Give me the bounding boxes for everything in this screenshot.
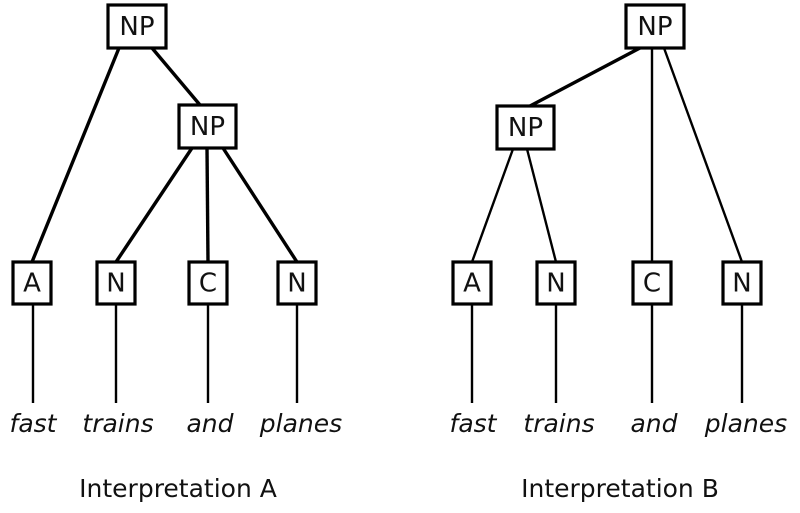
node-label-n-planes: N — [732, 269, 751, 299]
node-box-np-inner[interactable] — [495, 104, 556, 151]
tree-edge-np-inner-to-n-trains — [114, 147, 194, 263]
node-label-np-inner: NP — [508, 113, 543, 143]
node-box-n-trains[interactable] — [535, 260, 577, 306]
node-box-np-inner[interactable] — [177, 103, 238, 150]
node-box-a-fast[interactable] — [451, 260, 493, 306]
node-box-np-root[interactable] — [106, 3, 168, 50]
node-box-c-and[interactable] — [187, 260, 229, 306]
word-label-word-fast: fast — [450, 409, 498, 438]
node-box-c-and[interactable] — [631, 260, 673, 306]
node-box-n-planes[interactable] — [276, 260, 318, 306]
node-label-np-inner: NP — [190, 112, 225, 142]
tree-edge-np-inner-to-a-fast — [470, 148, 515, 263]
node-label-c-and: C — [199, 269, 217, 299]
word-label-word-trains: trains — [82, 409, 153, 438]
tree-edge-np-root-to-np-inner — [150, 46, 202, 107]
word-label-word-and: and — [186, 409, 233, 438]
tree-edge-np-root-to-np-inner — [529, 46, 641, 108]
node-label-a-fast: A — [23, 269, 41, 299]
node-label-a-fast: A — [463, 269, 481, 299]
node-box-n-trains[interactable] — [95, 260, 137, 306]
node-label-n-planes: N — [287, 269, 306, 299]
tree-edge-np-root-to-n-planes — [662, 47, 744, 263]
node-label-c-and: C — [643, 269, 661, 299]
node-label-np-root: NP — [637, 12, 672, 42]
word-label-word-trains: trains — [523, 409, 594, 438]
tree-edge-np-inner-to-n-planes — [221, 147, 299, 263]
node-box-n-planes[interactable] — [721, 260, 763, 306]
node-label-n-trains: N — [546, 269, 565, 299]
word-label-word-planes: planes — [259, 409, 342, 438]
word-label-word-and: and — [630, 409, 677, 438]
node-label-n-trains: N — [106, 269, 125, 299]
tree-edge-np-root-to-a-fast — [30, 47, 121, 263]
tree-edge-np-inner-to-c-and — [205, 147, 210, 263]
node-box-a-fast[interactable] — [11, 260, 53, 306]
word-label-word-fast: fast — [10, 409, 58, 438]
tree-edge-np-inner-to-n-trains — [525, 148, 558, 263]
node-box-np-root[interactable] — [624, 3, 686, 50]
tree-caption-interpretation-a: Interpretation A — [79, 474, 277, 503]
word-label-word-planes: planes — [704, 409, 787, 438]
tree-caption-interpretation-b: Interpretation B — [521, 474, 719, 503]
node-label-np-root: NP — [119, 12, 154, 42]
